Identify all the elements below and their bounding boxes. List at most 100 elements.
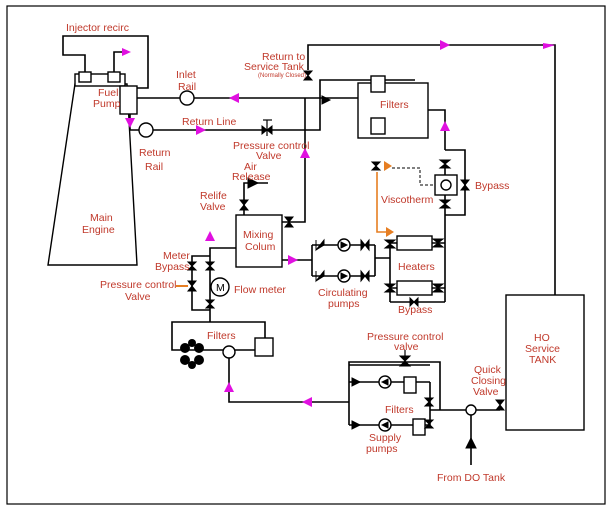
meter-bypass-valve <box>186 261 198 271</box>
label-circulating-pumps-2: pumps <box>328 298 360 310</box>
label-return-rail: Return <box>139 147 171 159</box>
return-to-service-line <box>307 44 556 295</box>
relife-valve <box>238 199 250 211</box>
label-return-rail-2: Rail <box>145 161 163 173</box>
pump-arrow <box>380 378 389 386</box>
flow-arrow <box>288 255 298 265</box>
supply-filter-2 <box>412 418 426 436</box>
flow-arrow <box>196 125 206 135</box>
flow-arrow <box>224 382 234 392</box>
flow-meter <box>210 277 230 297</box>
label-supply-pumps-2: pumps <box>366 443 398 455</box>
filter-outlet-valve <box>222 345 236 359</box>
actuator <box>384 161 392 171</box>
flow-meter-symbol: M <box>216 282 225 294</box>
label-mixing-colum-2: Colum <box>245 241 276 253</box>
valve <box>383 239 397 249</box>
label-relife-valve-2: Valve <box>200 201 226 213</box>
label-fuel-pump: Fuel <box>98 87 118 99</box>
flow-arrow <box>302 397 312 407</box>
valve <box>423 419 435 429</box>
label-from-do-tank: From DO Tank <box>437 472 506 484</box>
label-air-release-2: Release <box>232 171 271 183</box>
label-heaters: Heaters <box>398 261 435 273</box>
label-filters-bottom: Filters <box>207 330 236 342</box>
label-meter-bypass: Meter <box>163 250 190 262</box>
control-valve <box>370 161 382 171</box>
valve <box>438 199 452 209</box>
label-injector-recirc: Injector recirc <box>66 22 129 34</box>
injector-recirc-branch <box>113 51 122 72</box>
valve <box>431 238 445 248</box>
valve <box>438 159 452 169</box>
valve <box>204 261 216 271</box>
filters-top <box>357 75 429 139</box>
label-viscotherm: Viscotherm <box>381 194 434 206</box>
return-rail <box>138 122 154 138</box>
label-relife-valve: Relife <box>200 190 227 202</box>
label-quick-closing: Quick <box>474 364 502 376</box>
label-main-engine-2: Engine <box>82 224 115 236</box>
bypass-valve-viscotherm <box>459 179 471 191</box>
valve <box>383 283 397 293</box>
label-quick-closing-3: Valve <box>473 386 499 398</box>
flow-arrow <box>300 148 310 158</box>
flow-arrow <box>122 48 131 56</box>
valve <box>204 299 216 309</box>
bypass-valve <box>409 296 419 308</box>
valve <box>423 397 435 407</box>
flow-arrow-do <box>465 436 477 449</box>
pcv-bottom-loop <box>348 361 441 410</box>
pump-arrow <box>380 421 389 429</box>
label-ho-tank-2: Service <box>525 343 560 355</box>
flow-arrow <box>205 231 215 241</box>
label-pcv-left: Pressure control <box>100 279 176 291</box>
label-pcv-bottom-2: valve <box>394 341 419 353</box>
label-inlet-rail-2: Rail <box>178 81 196 93</box>
ho-service-tank <box>505 294 585 431</box>
pressure-control-valve-left <box>186 280 198 292</box>
mixing-return-pipe <box>282 98 306 223</box>
label-pcv-left-2: Valve <box>125 291 151 303</box>
label-bypass-right: Bypass <box>475 180 509 192</box>
label-return-to-service-2: Service Tank <box>244 61 305 73</box>
valve <box>360 238 370 252</box>
viscotherm-loop <box>444 149 466 243</box>
label-fuel-pump-2: Pump <box>93 98 121 110</box>
inlet-rail <box>179 90 195 106</box>
duplex-filter <box>180 339 204 369</box>
supply-filter-1 <box>403 376 417 394</box>
label-pcv-top-2: Valve <box>256 150 282 162</box>
label-pcv-bottom: Pressure control <box>367 331 443 343</box>
injector-recirc-line <box>62 35 149 89</box>
label-supply-pumps: Supply <box>369 432 402 444</box>
label-quick-closing-2: Closing <box>471 375 506 387</box>
pump-arrow <box>340 241 349 249</box>
flow-arrow <box>440 121 450 131</box>
valve <box>431 283 445 293</box>
supply-to-filters-line <box>228 358 349 403</box>
flow-arrow <box>440 40 450 50</box>
label-flow-meter: Flow meter <box>234 284 286 296</box>
label-inlet-rail: Inlet <box>176 69 196 81</box>
valve <box>351 420 362 430</box>
label-main-engine: Main <box>90 212 113 224</box>
main-engine <box>47 71 138 266</box>
flow-arrow <box>125 118 135 128</box>
fuel-pump <box>119 85 138 115</box>
label-circulating-pumps: Circulating <box>318 287 368 299</box>
valve <box>351 377 362 387</box>
air-release-valve <box>247 177 260 189</box>
label-air-release: Air <box>244 161 257 173</box>
label-return-line: Return Line <box>182 116 236 128</box>
label-ho-tank: HO <box>534 332 550 344</box>
viscotherm-sensor <box>440 179 452 191</box>
control-line <box>392 167 435 186</box>
valve <box>283 216 295 228</box>
label-normally-closed: (Normally Closed) <box>258 73 306 79</box>
filters-bottom-frame <box>171 320 266 351</box>
label-bypass-heaters: Bypass <box>398 304 432 316</box>
flow-arrow <box>229 93 239 103</box>
label-return-to-service: Return to <box>262 51 305 63</box>
